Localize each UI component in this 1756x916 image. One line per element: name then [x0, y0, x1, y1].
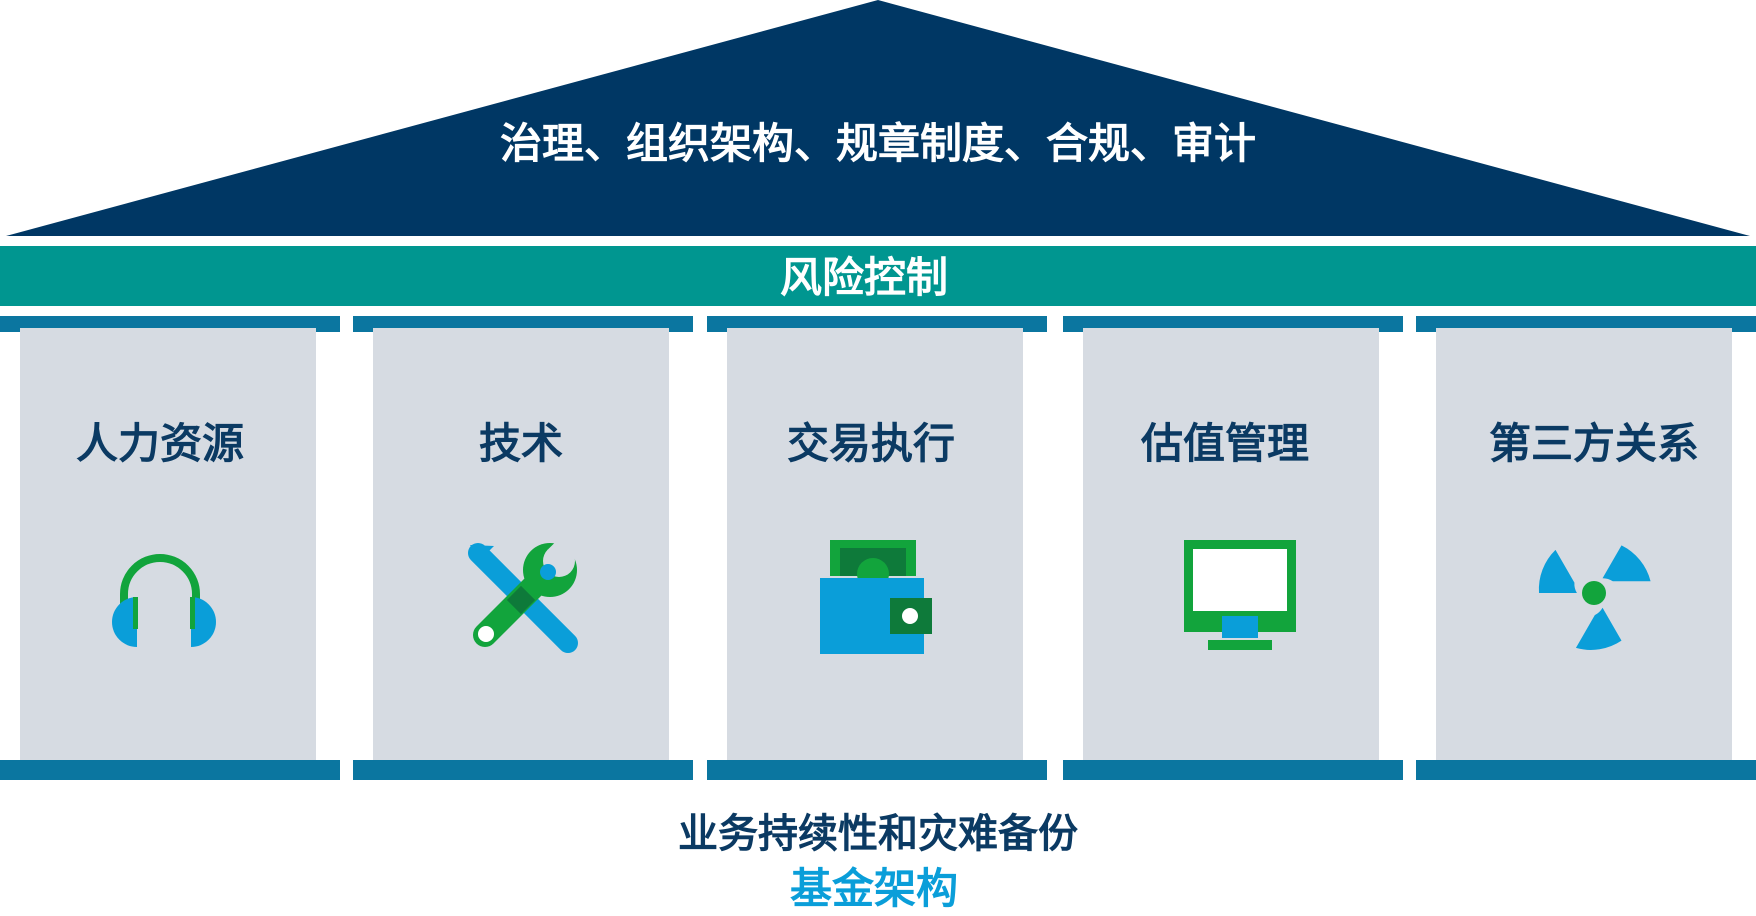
pillar-body	[20, 328, 316, 760]
pillar-bottom-cap	[0, 760, 340, 780]
wallet-cash-icon	[820, 540, 932, 654]
pillar-label: 估值管理	[1140, 419, 1309, 468]
pillar-label: 技术	[479, 419, 563, 468]
pillar-third-party: 第三方关系	[1416, 316, 1756, 780]
pillar-bottom-cap	[1063, 760, 1403, 780]
radiation-icon	[1538, 545, 1651, 650]
pillar-bottom-cap	[1416, 760, 1756, 780]
wrench-screwdriver-icon	[468, 533, 580, 653]
foundation-label: 业务持续性和灾难备份	[678, 811, 1078, 857]
pillar-valuation: 估值管理	[1063, 316, 1403, 780]
pillar-technology: 技术	[353, 316, 693, 780]
headphones-icon	[112, 554, 216, 647]
monitor-icon	[1184, 540, 1296, 650]
risk-control-label: 风险控制	[780, 253, 948, 302]
pillar-label: 人力资源	[76, 419, 244, 468]
pillar-bottom-cap	[707, 760, 1047, 780]
pillar-label: 交易执行	[787, 419, 955, 468]
pillar-body	[373, 328, 669, 760]
risk-control-band	[0, 246, 1756, 306]
diagram-caption: 基金架构	[790, 864, 958, 913]
roof	[6, 0, 1750, 236]
pillar-hr: 人力资源	[0, 316, 340, 780]
pillar-trade-execution: 交易执行	[707, 316, 1047, 780]
pillar-bottom-cap	[353, 760, 693, 780]
pillar-label: 第三方关系	[1489, 419, 1699, 468]
pillar-body	[1436, 328, 1732, 760]
roof-label: 治理、组织架构、规章制度、合规、审计	[500, 119, 1256, 168]
